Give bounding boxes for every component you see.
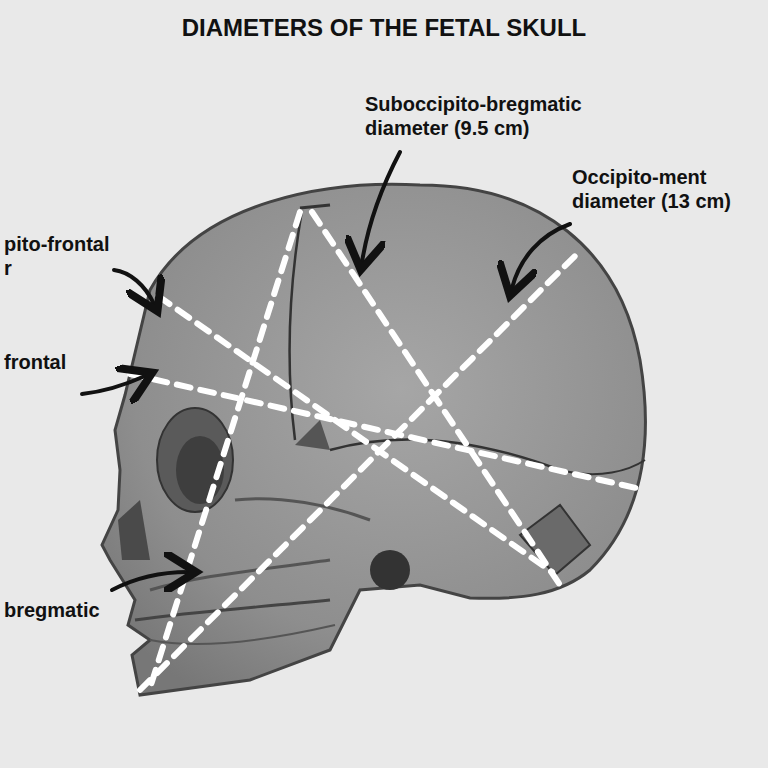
diameter-label: Suboccipito-bregmatic diameter (9.5 cm) [365,92,635,140]
diameter-lines [130,212,645,690]
skull-outline [102,184,646,695]
diameter-label: frontal [4,350,164,374]
leader-arrows [82,152,570,590]
diameter-label: pito-frontal r [4,232,116,280]
diameter-label: bregmatic [4,598,164,622]
diameter-label: Occipito-ment diameter (13 cm) [572,165,764,213]
diagram-title: DIAMETERS OF THE FETAL SKULL [0,14,768,43]
